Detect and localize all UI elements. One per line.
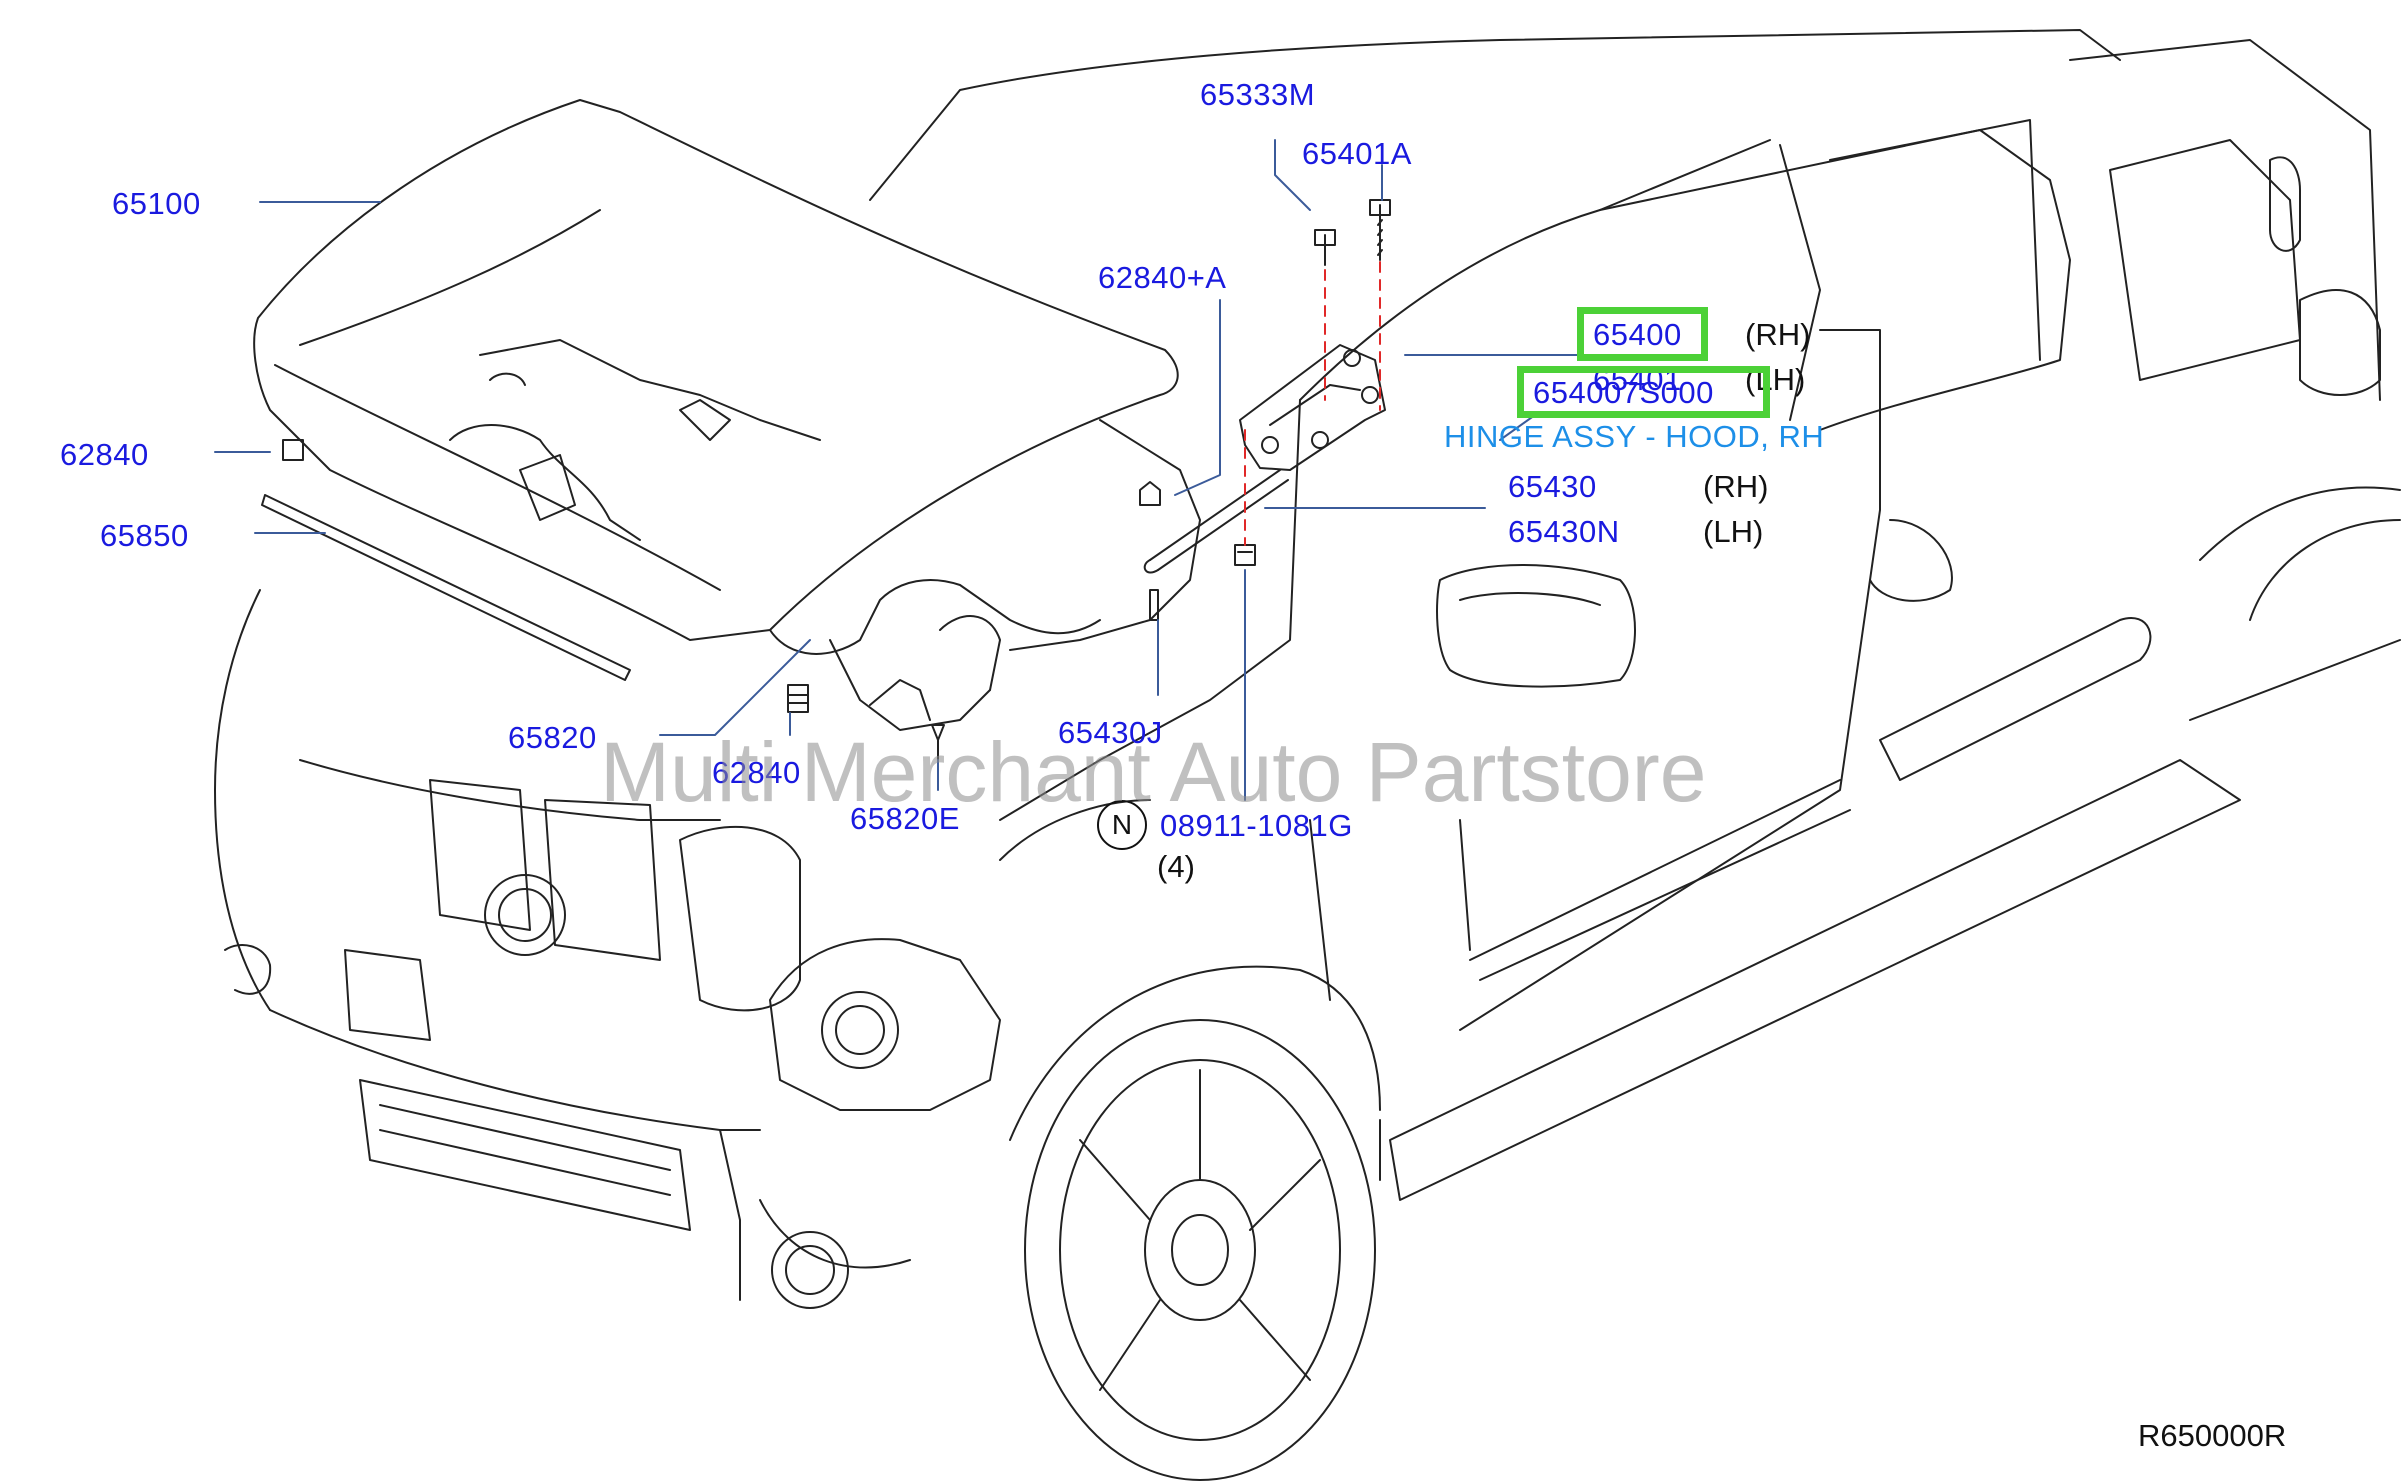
side-rh-1: (RH)	[1745, 317, 1811, 352]
part-description: HINGE ASSY - HOOD, RH	[1444, 419, 1825, 454]
part-label-65100[interactable]: 65100	[112, 186, 201, 221]
body-side-drawing	[869, 29, 2401, 1201]
n-symbol: N	[1097, 800, 1147, 850]
side-lh-2: (LH)	[1703, 514, 1764, 549]
part-label-65430N[interactable]: 65430N	[1508, 514, 1620, 549]
body-front-drawing	[214, 419, 1201, 1309]
part-label-65333M[interactable]: 65333M	[1200, 77, 1316, 112]
part-label-65430J[interactable]: 65430J	[1058, 715, 1163, 750]
quantity-label: (4)	[1157, 849, 1195, 884]
part-label-65820E[interactable]: 65820E	[850, 801, 960, 836]
part-label-62840-mid[interactable]: 62840	[712, 755, 801, 790]
part-label-08911-1081G[interactable]: 08911-1081G	[1160, 808, 1353, 843]
part-label-65820[interactable]: 65820	[508, 720, 597, 755]
part-label-65400[interactable]: 65400	[1593, 317, 1682, 352]
part-label-65430[interactable]: 65430	[1508, 469, 1597, 504]
diagram-reference: R650000R	[2138, 1418, 2287, 1453]
watermark: Multi Merchant Auto Partstore	[600, 725, 1707, 819]
part-label-62840A[interactable]: 62840+A	[1098, 260, 1227, 295]
highlight-box-654007S000	[1517, 366, 1770, 418]
front-wheel-drawing	[1009, 965, 1381, 1481]
leader-lines	[214, 139, 1581, 801]
part-label-654007S000[interactable]: 654007S000	[1533, 375, 1714, 410]
part-label-65401A[interactable]: 65401A	[1302, 136, 1412, 171]
dashed-guides	[1244, 261, 1381, 546]
highlight-box-65400	[1577, 307, 1708, 361]
part-label-62840-top[interactable]: 62840	[60, 437, 149, 472]
part-label-65850[interactable]: 65850	[100, 518, 189, 553]
side-rh-2: (RH)	[1703, 469, 1769, 504]
hood-drawing	[253, 99, 1179, 655]
